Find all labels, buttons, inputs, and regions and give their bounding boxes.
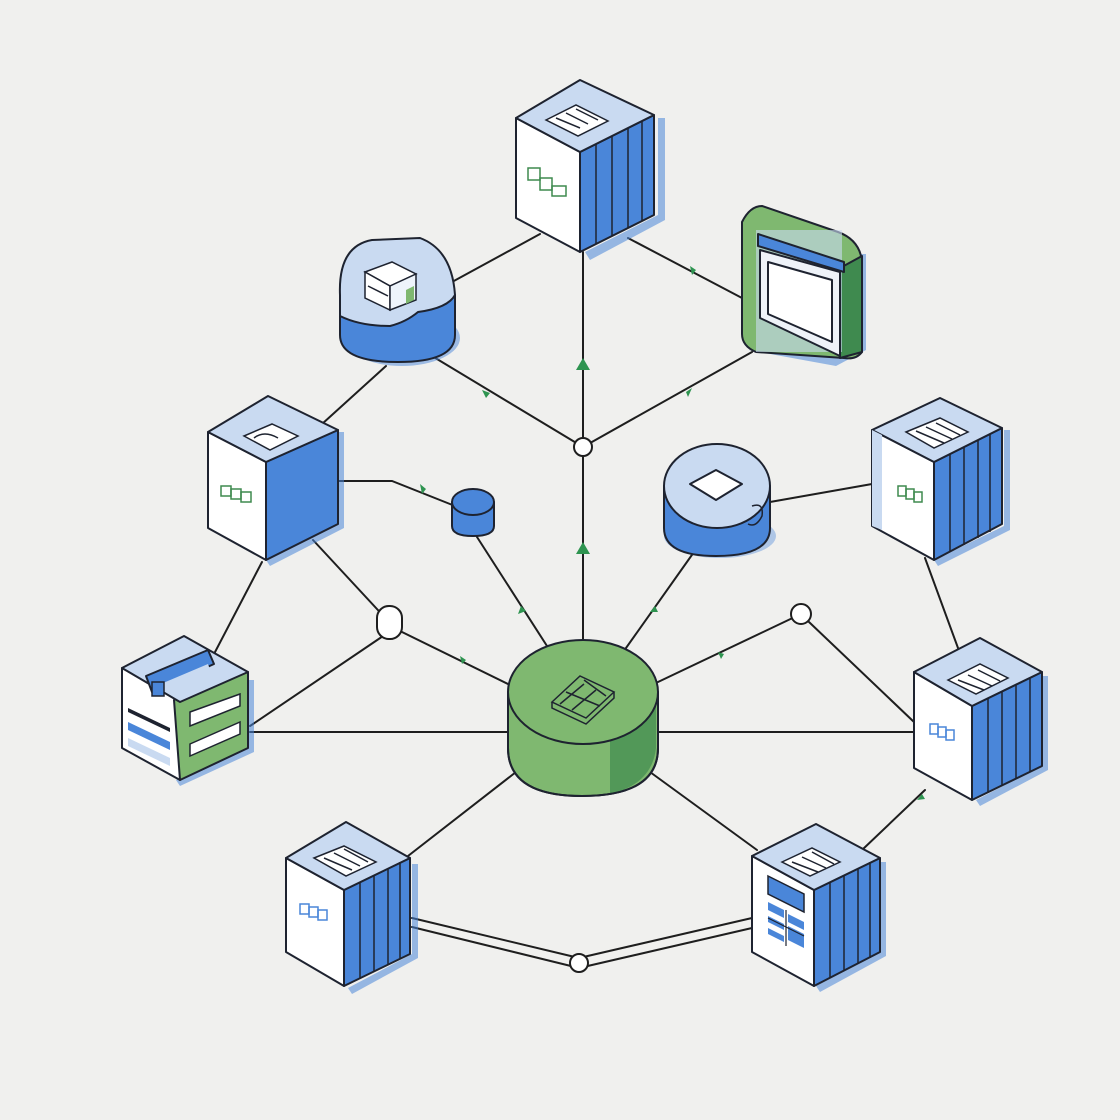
left-rack (121, 635, 254, 786)
right-storage (663, 443, 776, 558)
edge-left-server-to-left-junction (312, 539, 390, 623)
server-fins (829, 862, 871, 978)
edge-right-storage-to-central-hub (625, 551, 695, 649)
arrow-icon (690, 266, 696, 275)
edge-bottom-junction-to-bottom-right-server-a (578, 917, 753, 959)
server-fins (595, 121, 643, 244)
keyboard-icon (780, 847, 842, 877)
grid-icon (550, 675, 616, 725)
edges (213, 233, 959, 969)
edge-top-server-to-top-left-storage (451, 233, 541, 283)
lid-icon (689, 469, 743, 501)
bottom-left-server (285, 821, 418, 994)
edge-lower-right-server-to-bottom-right-server (861, 789, 926, 851)
edge-left-server-to-left-rack (213, 561, 263, 655)
edge-top-right-display-to-upper-junction (582, 351, 753, 448)
tag-icon (747, 504, 764, 526)
edge-bottom-left-server-to-bottom-junction-a (411, 917, 580, 959)
edge-right-junction-to-lower-right-server (808, 621, 915, 723)
edge-small-database-to-central-hub (476, 536, 548, 647)
edge-top-left-storage-to-upper-junction (431, 355, 584, 448)
server-left-strip (872, 430, 882, 530)
server-fins (359, 862, 401, 978)
top-server (515, 79, 665, 260)
node-shadow (976, 676, 1048, 806)
rack-panels (128, 708, 170, 766)
arrow-icon (718, 652, 724, 659)
right-server (871, 397, 1010, 566)
rack-slots (189, 692, 241, 758)
junctions (376, 437, 812, 973)
top-right-display (741, 205, 866, 366)
right-junction (790, 603, 812, 625)
node-shadow (585, 118, 665, 260)
arrowheads (420, 266, 925, 800)
edge-central-hub-to-bottom-left-server (407, 771, 517, 857)
accent-stripe (406, 286, 414, 304)
edge-right-server-to-lower-right-server (924, 557, 959, 649)
edge-bottom-junction-to-bottom-right-server-b (578, 927, 753, 969)
node-shadow (816, 862, 886, 992)
edge-top-left-storage-to-left-server (321, 365, 387, 425)
rack-tray-inner (156, 664, 210, 692)
left-server (207, 395, 344, 566)
node-shadow (176, 680, 254, 786)
arrow-icon (686, 388, 692, 397)
server-fins (949, 434, 991, 552)
arrow-icon (917, 794, 925, 800)
arrow-icon (576, 542, 590, 554)
upper-junction (573, 437, 593, 457)
keyboard-icon (544, 104, 610, 137)
display-screen (767, 261, 833, 343)
server-fins (987, 678, 1031, 792)
indicator-icon (527, 167, 567, 197)
indicator-icon (929, 723, 955, 741)
indicator-icon (220, 485, 252, 503)
arrow-icon (482, 390, 490, 398)
document-icon (242, 423, 300, 451)
arrow-icon (420, 484, 426, 494)
edge-bottom-left-server-to-bottom-junction-b (411, 926, 580, 969)
keyboard-icon (312, 845, 378, 877)
central-hub (507, 639, 659, 797)
edge-left-rack-to-left-junction (249, 631, 390, 727)
edge-central-hub-to-bottom-right-server (649, 771, 758, 851)
arrow-icon (518, 606, 526, 614)
arrow-icon (650, 606, 658, 612)
indicator-icon (897, 485, 923, 503)
keyboard-icon (904, 417, 970, 449)
report-icon (767, 874, 805, 948)
edge-central-hub-to-right-junction (657, 613, 802, 683)
arrow-icon (576, 358, 590, 370)
keyboard-icon (946, 663, 1010, 695)
db-top (451, 488, 495, 516)
bottom-right-server (751, 823, 886, 992)
lower-right-server (913, 637, 1048, 806)
arrow-icon (460, 656, 466, 664)
bottom-junction (569, 953, 589, 973)
edge-right-storage-to-right-server (769, 483, 873, 503)
edge-top-server-to-top-right-display (627, 237, 743, 299)
edge-left-server-to-small-database (337, 480, 456, 507)
rack-latch (151, 681, 165, 697)
node-shadow (266, 432, 344, 566)
display-header-bar (757, 233, 845, 273)
top-left-storage (338, 237, 460, 366)
left-junction (376, 605, 403, 640)
indicator-icon (299, 903, 328, 921)
hub-outline (507, 692, 659, 797)
small-database (451, 488, 495, 537)
edge-left-junction-to-central-hub (401, 631, 513, 687)
node-shadow (348, 864, 418, 994)
